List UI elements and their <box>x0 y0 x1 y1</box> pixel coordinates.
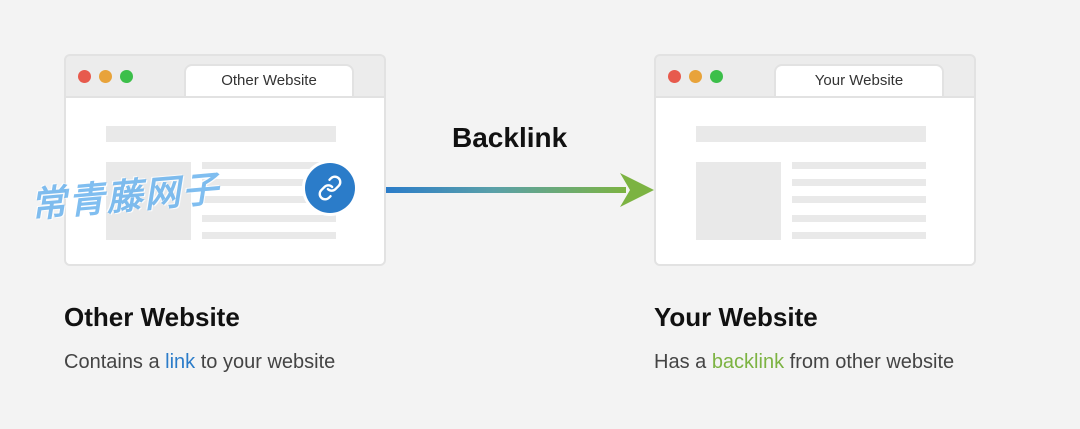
window-controls <box>78 70 133 83</box>
minimize-dot-icon <box>689 70 702 83</box>
minimize-dot-icon <box>99 70 112 83</box>
your-website-browser: Your Website <box>654 54 976 266</box>
your-website-title: Your Website <box>654 302 818 332</box>
other-website-browser: Other Website <box>64 54 386 266</box>
link-highlight: link <box>165 351 196 373</box>
backlink-label: Backlink <box>452 122 568 153</box>
image-placeholder <box>696 162 781 240</box>
page-content <box>656 96 974 264</box>
text-line-placeholder <box>792 215 926 222</box>
description-text: from other website <box>784 351 955 373</box>
text-line-placeholder <box>792 196 926 203</box>
close-dot-icon <box>78 70 91 83</box>
browser-tab: Other Website <box>184 64 354 96</box>
maximize-dot-icon <box>120 70 133 83</box>
other-website-title: Other Website <box>64 302 240 332</box>
backlink-arrow-icon <box>386 173 654 207</box>
text-line-placeholder <box>792 232 926 239</box>
text-line-placeholder <box>202 232 336 239</box>
description-text: Has a <box>654 351 712 373</box>
header-bar-placeholder <box>106 126 336 142</box>
browser-tab: Your Website <box>774 64 944 96</box>
other-website-description: Contains a link to your website <box>64 351 335 374</box>
your-website-description: Has a backlink from other website <box>654 351 954 374</box>
close-dot-icon <box>668 70 681 83</box>
link-chain-icon <box>305 163 355 213</box>
text-line-placeholder <box>202 196 336 203</box>
text-line-placeholder <box>202 179 336 186</box>
description-text: to your website <box>195 351 336 373</box>
description-text: Contains a <box>64 351 166 373</box>
image-placeholder <box>106 162 191 240</box>
header-bar-placeholder <box>696 126 926 142</box>
text-line-placeholder <box>202 215 336 222</box>
maximize-dot-icon <box>710 70 723 83</box>
window-controls <box>668 70 723 83</box>
backlink-highlight: backlink <box>711 351 785 373</box>
text-line-placeholder <box>202 162 336 169</box>
text-line-placeholder <box>792 162 926 169</box>
text-line-placeholder <box>792 179 926 186</box>
